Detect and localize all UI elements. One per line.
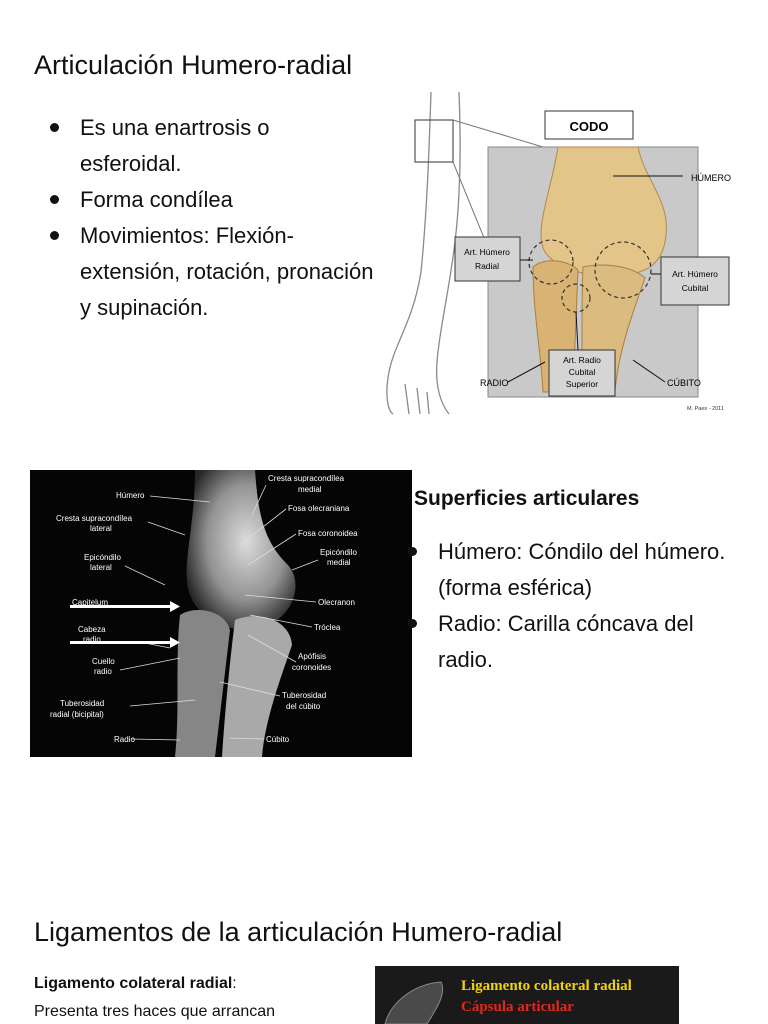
bullet-item: Forma condílea [34,182,374,218]
bullet-item: Radio: Carilla cóncava del radio. [392,606,752,678]
ligamento-image: Ligamento colateral radial Cápsula artic… [375,966,679,1024]
xray-label-epicondilo-medial-line1: Epicóndilo [320,548,357,557]
bullet-item: Húmero: Cóndilo del húmero. (forma esfér… [392,534,752,606]
xray-label-olecranon: Olecranon [318,598,355,607]
xray-label-cresta-lateral-line2: lateral [90,524,112,533]
xray-label-tuberosidad-cubito-line2: del cúbito [286,702,321,711]
xray-label-fosa-coronoidea: Fosa coronoidea [298,529,358,538]
art-humero-radial-label-line2: Radial [475,261,499,271]
xray-label-cuello-radio-line1: Cuello [92,657,115,666]
xray-bones [175,470,296,757]
codo-label-box [544,110,634,140]
art-radio-label-line3: Superior [566,379,598,389]
ligamento-label: Ligamento colateral radial [34,975,233,992]
xray-label-cabeza-radio-line2: radio [83,635,101,644]
xray-label-radio: Radio [114,735,135,744]
xray-label-tuberosidad-radial-line2: radial (bicipital) [50,710,104,719]
codo-label: CODO [570,119,609,134]
xray-label-apofisis-line2: coronoides [292,663,331,672]
art-radio-label-line2: Cubital [569,367,596,377]
elbow-xray-image: Húmero Cresta supracondílea lateral Epic… [30,470,412,757]
xray-label-cresta-medial-line1: Cresta supracondílea [268,474,345,483]
xray-label-epicondilo-medial-line2: medial [327,558,351,567]
xray-label-tuberosidad-radial-line1: Tuberosidad [60,699,104,708]
ligamento-colon: : [232,975,237,992]
xray-label-cubito: Cúbito [266,735,290,744]
bullet-item: Es una enartrosis o esferoidal. [34,110,374,182]
xray-label-cuello-radio-line2: radio [94,667,112,676]
xray-label-apofisis-line1: Apófisis [298,652,326,661]
art-humero-radial-label-line1: Art. Húmero [464,247,510,257]
xray-label-cabeza-radio-line1: Cabeza [78,625,106,634]
elbow-diagram-figure: CODO HÚMERO Art. Húmero Radial Art. Húme… [386,92,731,415]
section-title-articulacion: Articulación Humero-radial [34,50,353,80]
art-humero-cubital-label-line2: Cubital [682,283,709,293]
xray-label-cresta-medial-line2: medial [298,485,322,494]
bullet-item: Movimientos: Flexión-extensión, rotación… [34,218,374,326]
xray-label-epicondilo-lateral-line1: Epicóndilo [84,553,121,562]
bullet-list-articulacion: Es una enartrosis o esferoidal. Forma co… [34,110,374,326]
art-humero-cubital-label-line1: Art. Húmero [672,269,718,279]
art-radio-label-line1: Art. Radio [563,355,601,365]
xray-arrows [70,601,180,648]
superficies-title: Superficies articulares [414,487,640,510]
figure-credit: M. Paes - 2011 [687,406,724,412]
ligamento-image-caption-1: Ligamento colateral radial [461,978,632,994]
xray-label-troclea: Tróclea [314,623,341,632]
xray-label-tuberosidad-cubito-line1: Tuberosidad [282,691,326,700]
xray-label-fosa-olecraniana: Fosa olecraniana [288,504,350,513]
arm-zoom-box [414,119,454,163]
arm-outline-illustration [386,92,461,415]
xray-label-epicondilo-lateral-line2: lateral [90,563,112,572]
humero-label: HÚMERO [691,173,731,183]
section-title-ligamentos: Ligamentos de la articulación Humero-rad… [34,917,563,947]
ligamento-heading: Ligamento colateral radial: [34,975,237,993]
xray-label-capitelum: Capitelum [72,598,108,607]
xray-leader-lines [119,484,319,741]
xray-label-cresta-lateral-line1: Cresta supracondílea [56,514,133,523]
xray-labels: Húmero Cresta supracondílea lateral Epic… [50,474,358,744]
cubito-label: CÚBITO [667,378,701,388]
ligamento-image-caption-2: Cápsula articular [461,999,574,1015]
bullet-list-superficies: Húmero: Cóndilo del húmero. (forma esfér… [392,534,752,678]
ligamento-description: Presenta tres haces que arrancan [34,1003,276,1020]
radio-label: RADIO [480,378,509,388]
xray-label-humero: Húmero [116,491,145,500]
ligamento-image-bones [384,981,443,1024]
